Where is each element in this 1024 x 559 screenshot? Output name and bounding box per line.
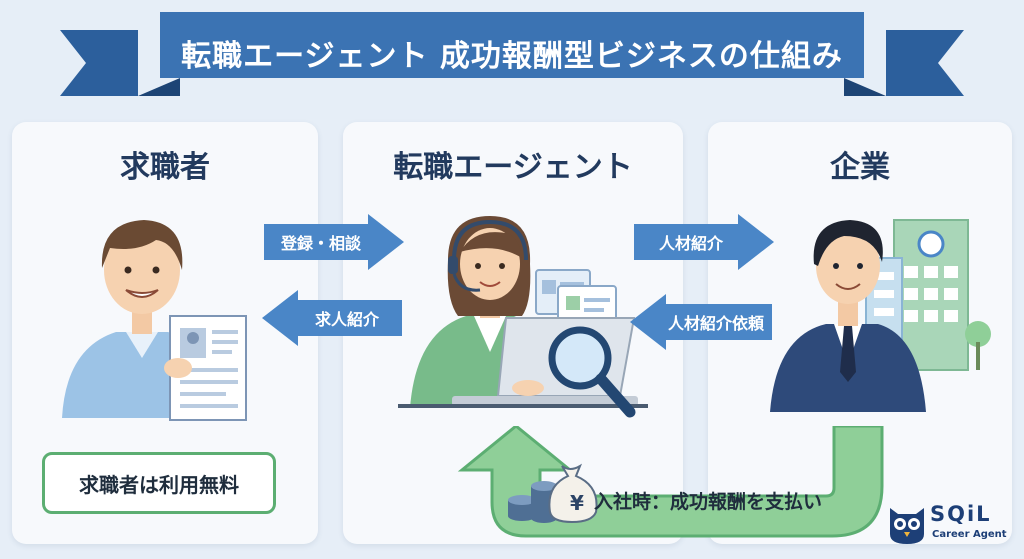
banner-title: 転職エージェント 成功報酬型ビジネスの仕組み (181, 39, 843, 74)
register-label: 登録・相談 (280, 234, 361, 253)
sqil-logo: SQiL Career Agent (886, 500, 1016, 550)
logo-name: SQiL (930, 502, 992, 526)
success-fee-text: 入社時：成功報酬を支払い (594, 491, 823, 513)
company-title: 企業 (830, 150, 890, 185)
title-banner: 転職エージェント 成功報酬型ビジネスの仕組み (60, 8, 964, 100)
company-illustration (770, 219, 991, 412)
job-intro-label: 求人紹介 (314, 310, 379, 329)
talent-request-arrow: 人材紹介依頼 (630, 294, 772, 350)
talent-request-label: 人材紹介依頼 (667, 314, 764, 333)
agent-title: 転職エージェント (393, 150, 633, 185)
job-seeker-illustration (62, 220, 247, 421)
owl-logo-icon (890, 508, 924, 544)
job-intro-arrow: 求人紹介 (262, 290, 402, 346)
talent-intro-arrow: 人材紹介 (634, 214, 774, 270)
profile-screens (535, 269, 617, 327)
free-usage-box: 求職者は利用無料 (42, 452, 276, 514)
logo-subtitle: Career Agent (932, 529, 1007, 540)
magnifier-icon (548, 326, 636, 418)
headset-icon (452, 219, 528, 261)
money-icon (508, 463, 598, 524)
register-arrow: 登録・相談 (264, 214, 404, 270)
agent-illustration (398, 216, 648, 418)
talent-intro-label: 人材紹介 (658, 234, 723, 253)
job-seeker-title: 求職者 (120, 150, 210, 185)
yen-symbol: ¥ (570, 491, 584, 515)
ribbon-graphic (60, 12, 964, 96)
